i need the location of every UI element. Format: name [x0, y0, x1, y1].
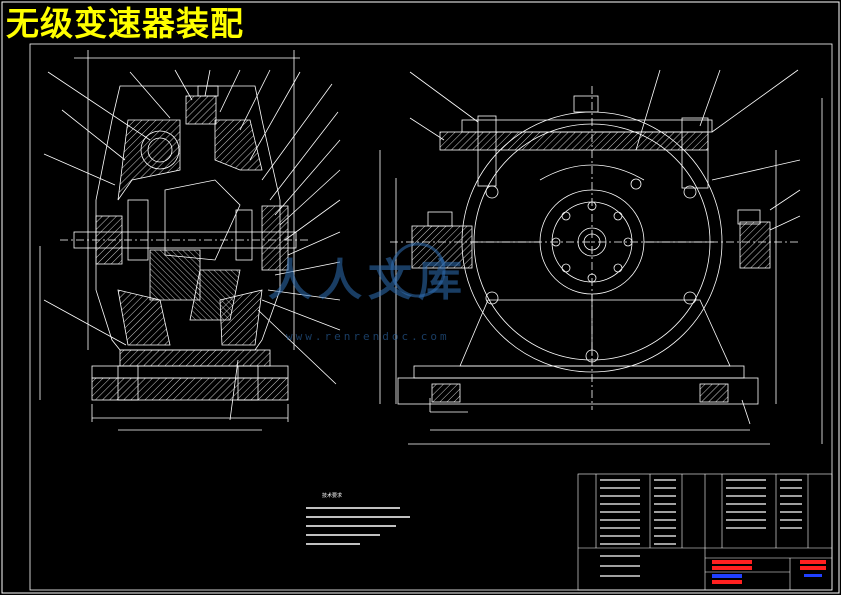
right-front-view	[379, 69, 823, 445]
watermark-url: www.renrendoc.com	[286, 330, 450, 343]
left-section-view	[39, 50, 341, 431]
technical-requirements-heading: 技术要求	[322, 493, 343, 499]
drawing-title: 无级变速器装配	[6, 4, 244, 43]
title-block-color-marks	[712, 560, 826, 584]
parts-list-table	[577, 473, 833, 591]
technical-requirements-lines	[306, 507, 410, 545]
watermark-logo	[390, 242, 446, 298]
parts-list-rows	[600, 479, 802, 577]
drawing-inner-frame	[29, 43, 833, 591]
watermark-text: 人人文库	[268, 255, 468, 306]
